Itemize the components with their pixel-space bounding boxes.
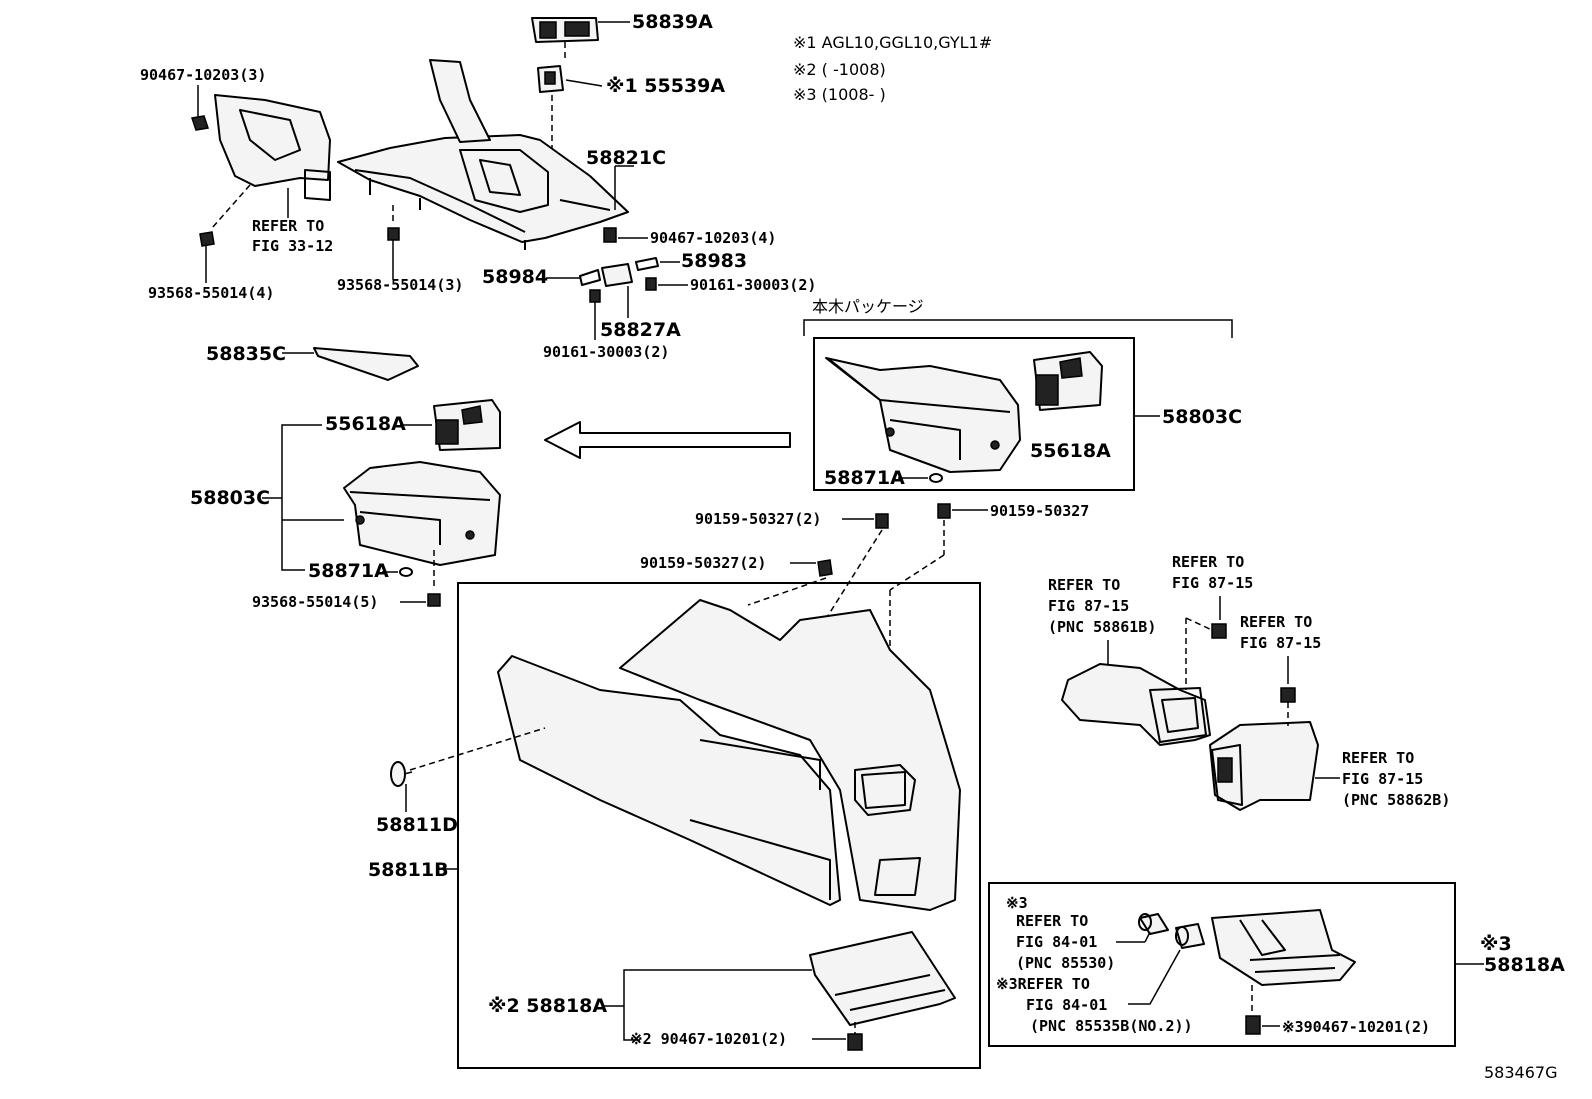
- refer-84-a2: FIG 84-01: [1016, 933, 1097, 951]
- refer-87-d2: FIG 87-15: [1342, 770, 1423, 788]
- label-58871A-right: 58871A: [824, 467, 905, 489]
- note-1: ※1 AGL10,GGL10,GYL1#: [793, 33, 992, 52]
- clip-90467-3-icon: [191, 115, 209, 131]
- label-55618A-left: 55618A: [325, 413, 406, 435]
- label-90159-50327-c: 90159-50327(2): [640, 554, 766, 572]
- label-90467-10203-4: 90467-10203(4): [650, 229, 776, 247]
- screw-90161-a-icon: [645, 277, 657, 291]
- duct-58862B-icon: [1209, 721, 1319, 811]
- upper-console-panel-icon: [337, 59, 629, 250]
- label-58818A-right-mark: ※3: [1480, 933, 1512, 955]
- box3-mark: ※3: [1006, 894, 1028, 912]
- label-58803C-left: 58803C: [190, 487, 270, 509]
- duct-58861B-icon: [1061, 663, 1211, 746]
- shift-bezel-icon: [214, 94, 331, 201]
- label-90159-50327-b: 90159-50327: [990, 502, 1089, 520]
- screw-93568-3-icon: [387, 227, 400, 241]
- label-58871A-left: 58871A: [308, 560, 389, 582]
- power-socket-85535B-icon: [1175, 923, 1205, 949]
- screw-90159-b-icon: [937, 503, 951, 519]
- cover-58818A-right-icon: [1211, 909, 1356, 986]
- label-90161-30003-b: 90161-30003(2): [543, 343, 669, 361]
- refer-fig33-line1: REFER TO: [252, 217, 324, 235]
- refer-87-c1: REFER TO: [1240, 613, 1312, 631]
- part-55539A-icon: [537, 65, 564, 93]
- refer-87-b2: FIG 87-15: [1172, 574, 1253, 592]
- clip-90467-10201-left-icon: [847, 1033, 863, 1051]
- refer-84-b3: (PNC 85535B(NO.2)): [1030, 1017, 1193, 1035]
- label-93568-55014-5: 93568-55014(5): [252, 593, 378, 611]
- label-55539A: ※1 55539A: [606, 75, 725, 97]
- screw-90159-a-icon: [875, 513, 889, 529]
- note-3: ※3 (1008- ): [793, 85, 886, 104]
- panel-58835C-icon: [313, 347, 419, 381]
- clip-90467-4-icon: [603, 227, 617, 243]
- screw-duct-b-icon: [1280, 687, 1296, 703]
- refer-84-b2: FIG 84-01: [1026, 996, 1107, 1014]
- package-box: [813, 337, 1135, 491]
- console-body-58811B-icon: [497, 599, 961, 911]
- plug-58871A-right-icon: [929, 473, 943, 483]
- bracket-58827A-icon: [579, 257, 659, 287]
- label-58821C: 58821C: [586, 147, 666, 169]
- refer-87-d1: REFER TO: [1342, 749, 1414, 767]
- label-58984: 58984: [482, 266, 548, 288]
- refer-84-a3: (PNC 85530): [1016, 954, 1115, 972]
- refer-87-a2: FIG 87-15: [1048, 597, 1129, 615]
- refer-87-a1: REFER TO: [1048, 576, 1120, 594]
- label-58983: 58983: [681, 250, 747, 272]
- note-2: ※2 ( -1008): [793, 60, 886, 79]
- refer-87-d3: (PNC 58862B): [1342, 791, 1450, 809]
- ashtray-58803C-left-icon: [343, 461, 501, 566]
- cup-insert-55618A-right-icon: [1033, 351, 1103, 411]
- refer-87-a3: (PNC 58861B): [1048, 618, 1156, 636]
- refer-87-c2: FIG 87-15: [1240, 634, 1321, 652]
- package-label: 本木パッケージ: [812, 297, 924, 316]
- plug-58811D-icon: [390, 761, 413, 787]
- screw-duct-a-icon: [1211, 623, 1227, 639]
- refer-84-b1: ※3REFER TO: [996, 975, 1090, 993]
- plug-58871A-left-icon: [399, 567, 413, 577]
- label-90161-30003-a: 90161-30003(2): [690, 276, 816, 294]
- clip-90467-10201-right-icon: [1245, 1015, 1261, 1035]
- label-58803C-right: 58803C: [1162, 406, 1242, 428]
- refer-87-b1: REFER TO: [1172, 553, 1244, 571]
- refer-fig33-line2: FIG 33-12: [252, 237, 333, 255]
- label-55618A-right: 55618A: [1030, 440, 1111, 462]
- cover-58818A-left-icon: [809, 931, 956, 1026]
- label-58811B: 58811B: [368, 859, 449, 881]
- console-box: [457, 582, 981, 1069]
- label-90467-10201-left: ※2 90467-10201(2): [630, 1030, 787, 1048]
- power-socket-85530-icon: [1138, 913, 1169, 935]
- part-58839A-icon: [531, 17, 599, 43]
- label-90467-10203-3: 90467-10203(3): [140, 66, 266, 84]
- ashtray-58803C-right-icon: [825, 357, 1021, 473]
- label-93568-55014-3: 93568-55014(3): [337, 276, 463, 294]
- label-58839A: 58839A: [632, 11, 713, 33]
- label-58811D: 58811D: [376, 814, 458, 836]
- screw-93568-4-icon: [199, 231, 215, 247]
- label-58818A-left: ※2 58818A: [488, 995, 607, 1017]
- label-90159-50327-a: 90159-50327(2): [695, 510, 821, 528]
- label-58827A: 58827A: [600, 319, 681, 341]
- label-58835C: 58835C: [206, 343, 286, 365]
- screw-93568-5-icon: [427, 593, 441, 607]
- screw-90159-c-icon: [817, 559, 833, 577]
- label-90467-10201-right: ※390467-10201(2): [1282, 1018, 1430, 1036]
- screw-90161-b-icon: [589, 289, 601, 303]
- refer-84-a1: REFER TO: [1016, 912, 1088, 930]
- left-arrow-icon: [544, 421, 791, 459]
- cup-insert-55618A-left-icon: [433, 399, 501, 451]
- diagram-code: 583467G: [1484, 1063, 1557, 1082]
- label-58818A-right: 58818A: [1484, 954, 1565, 976]
- label-93568-55014-4: 93568-55014(4): [148, 284, 274, 302]
